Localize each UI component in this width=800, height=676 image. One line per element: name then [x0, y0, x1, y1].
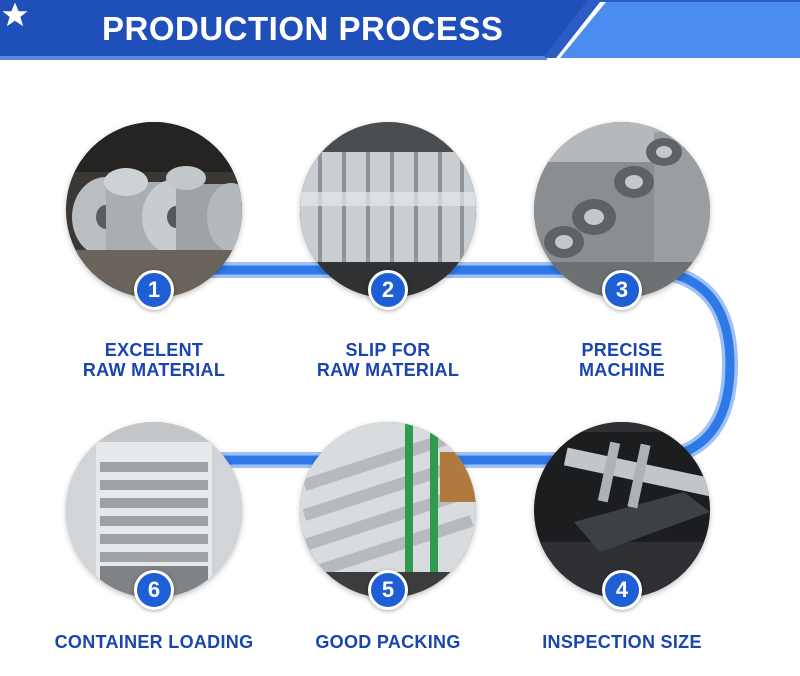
caliper-inspection-photo: [534, 422, 710, 598]
star-icon: [2, 2, 28, 27]
step-4-label: INSPECTION SIZE: [502, 632, 742, 652]
step-number-badge: 4: [602, 570, 642, 610]
slit-steel-strip-coil-photo: [300, 122, 476, 298]
step-1-label: EXCELENT RAW MATERIAL: [34, 340, 274, 380]
step-label-line: INSPECTION SIZE: [542, 632, 702, 652]
step-6: 6: [66, 422, 242, 610]
header-banner: PRODUCTION PROCESS: [0, 0, 800, 64]
step-2-label: SLIP FOR RAW MATERIAL: [268, 340, 508, 380]
step-6-label: CONTAINER LOADING: [34, 632, 274, 652]
step-label-line: PRECISE: [581, 340, 663, 360]
packed-cable-trays-photo: [300, 422, 476, 598]
step-4: 4: [534, 422, 710, 610]
step-3-label: PRECISE MACHINE: [502, 340, 742, 380]
step-label-line: RAW MATERIAL: [316, 360, 460, 380]
galvanized-steel-coils-photo: [66, 122, 242, 298]
step-number-badge: 3: [602, 270, 642, 310]
step-number-badge: 2: [368, 270, 408, 310]
step-label-line: GOOD PACKING: [315, 632, 461, 652]
step-1: 1: [66, 122, 242, 310]
step-label-line: RAW MATERIAL: [82, 360, 226, 380]
page-title: PRODUCTION PROCESS: [102, 10, 504, 47]
step-3: 3: [534, 122, 710, 310]
step-2: 2: [300, 122, 476, 310]
step-label-line: CONTAINER LOADING: [54, 632, 254, 652]
step-5: 5: [300, 422, 476, 610]
step-label-line: SLIP FOR: [345, 340, 431, 360]
step-label-line: MACHINE: [578, 360, 666, 380]
step-number-badge: 5: [368, 570, 408, 610]
step-5-label: GOOD PACKING: [268, 632, 508, 652]
step-number-badge: 6: [134, 570, 174, 610]
step-number-badge: 1: [134, 270, 174, 310]
step-label-line: EXCELENT: [104, 340, 204, 360]
